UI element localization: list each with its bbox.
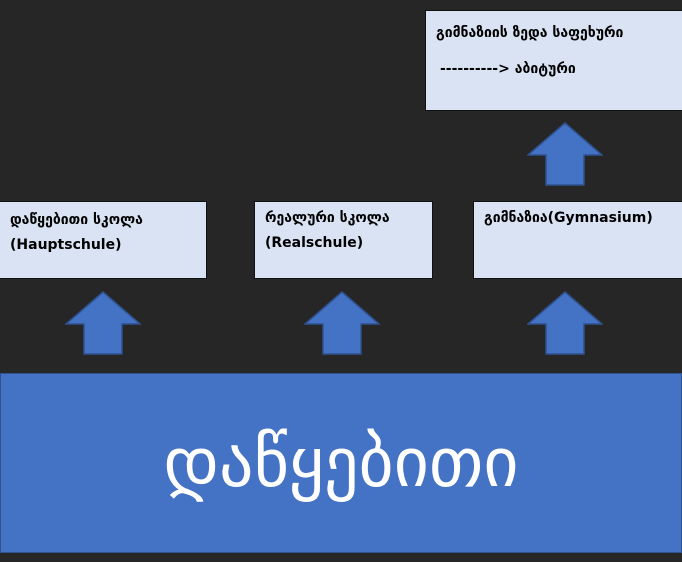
primary-school-label: დაწყებითი [163,423,519,503]
hauptschule-title: დაწყებითი სკოლა [10,212,143,228]
primary-school-base: დაწყებითი [0,373,682,553]
up-arrow-icon [304,291,380,355]
up-arrow-icon [527,122,603,186]
realschule-title: რეალური სკოლა [265,210,390,226]
hauptschule-box: დაწყებითი სკოლა (Hauptschule) [0,201,207,279]
abitur-label: ----------> აბიტური [440,61,576,77]
gymnasium-box: გიმნაზია(Gymnasium) [473,201,682,279]
realschule-subtitle: (Realschule) [265,235,364,251]
up-arrow-icon [527,291,603,355]
gymnasium-upper-level-box: გიმნაზიის ზედა საფეხური ----------> აბიტ… [425,10,682,111]
hauptschule-subtitle: (Hauptschule) [10,237,122,253]
gymnasium-title: გიმნაზია(Gymnasium) [484,210,653,226]
realschule-box: რეალური სკოლა (Realschule) [254,201,433,279]
upper-level-title: გიმნაზიის ზედა საფეხური [436,25,624,41]
up-arrow-icon [65,291,141,355]
